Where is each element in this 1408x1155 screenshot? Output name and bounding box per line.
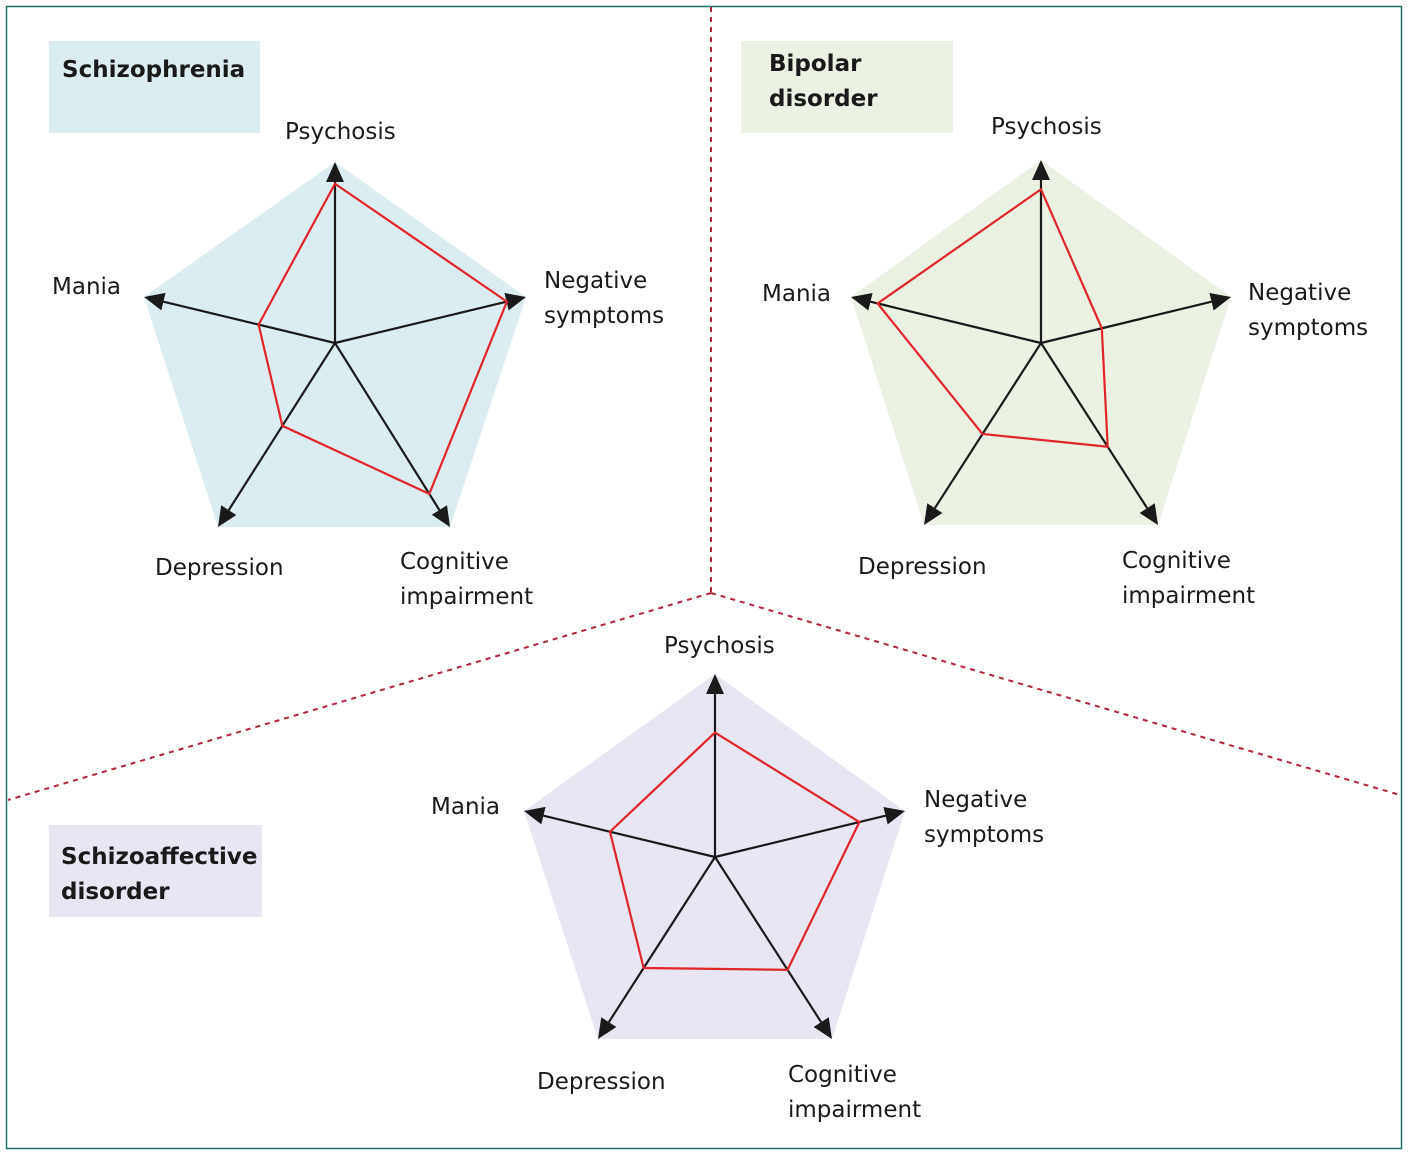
- panel-title-box: [49, 825, 262, 917]
- axis-arrowhead: [598, 1017, 617, 1039]
- axis-arrowhead: [218, 505, 237, 527]
- axis-depression: [607, 856, 716, 1023]
- axis-label-negative-symptoms: symptoms: [924, 822, 1044, 848]
- axis-arrowhead: [326, 162, 344, 182]
- axis-mania: [870, 300, 1042, 345]
- panel-title: Schizophrenia: [62, 57, 245, 83]
- axis-label-cognitive-impairment: impairment: [400, 584, 533, 610]
- panel-title: Schizoaffective: [61, 844, 258, 870]
- axis-arrowhead: [431, 505, 450, 527]
- axis-depression: [933, 342, 1042, 509]
- axis-label-negative-symptoms: symptoms: [1248, 315, 1368, 341]
- symptom-profile: [876, 187, 1109, 448]
- symptom-profile: [257, 182, 509, 496]
- axis-label-negative-symptoms: Negative: [544, 268, 647, 294]
- axis-cognitive: [714, 856, 823, 1023]
- axis-arrowhead: [1032, 160, 1050, 180]
- axis-arrowhead: [144, 292, 166, 311]
- axis-label-psychosis: Psychosis: [285, 119, 396, 145]
- axis-arrowhead: [924, 503, 943, 525]
- axis-arrowhead: [813, 1017, 832, 1039]
- panel-title-box: [49, 41, 260, 133]
- radar-chart: [144, 162, 526, 527]
- divider-line: [7, 592, 712, 801]
- axis-negative: [334, 300, 507, 345]
- panel-title-box: [741, 41, 953, 133]
- axis-label-mania: Mania: [431, 794, 500, 820]
- axis-arrowhead: [1209, 292, 1231, 311]
- axis-negative: [1040, 300, 1212, 345]
- axis-mania: [543, 814, 716, 859]
- axis-label-mania: Mania: [762, 281, 831, 307]
- panel-schizophrenia: Schizophrenia Psychosis Negative symptom…: [49, 41, 664, 610]
- panel-title: disorder: [769, 86, 878, 112]
- axis-mania: [163, 300, 336, 345]
- panel-schizoaffective-disorder: Schizoaffective disorder Psychosis Negat…: [49, 633, 1044, 1123]
- axis-label-negative-symptoms: symptoms: [544, 303, 664, 329]
- axis-label-psychosis: Psychosis: [991, 114, 1102, 140]
- axis-label-negative-symptoms: Negative: [1248, 280, 1351, 306]
- axis-label-cognitive-impairment: Cognitive: [788, 1062, 897, 1088]
- figure-frame: [5, 5, 1403, 1150]
- axis-label-cognitive-impairment: Cognitive: [1122, 548, 1231, 574]
- panel-title: Bipolar: [769, 51, 862, 77]
- panel-dividers: [7, 7, 1401, 801]
- axis-arrowhead: [851, 292, 873, 311]
- axis-arrowhead: [706, 674, 724, 694]
- axis-negative: [714, 814, 886, 859]
- axis-arrowhead: [524, 806, 546, 825]
- axis-label-cognitive-impairment: impairment: [1122, 583, 1255, 609]
- axis-label-mania: Mania: [52, 274, 121, 300]
- axis-label-depression: Depression: [155, 555, 284, 581]
- axis-label-negative-symptoms: Negative: [924, 787, 1027, 813]
- axis-cognitive: [1040, 342, 1149, 509]
- axis-label-depression: Depression: [858, 554, 987, 580]
- radar-chart: [524, 674, 905, 1039]
- radar-chart: [851, 160, 1231, 525]
- axis-label-depression: Depression: [537, 1069, 666, 1095]
- axis-label-cognitive-impairment: impairment: [788, 1097, 921, 1123]
- axis-label-psychosis: Psychosis: [664, 633, 775, 659]
- panel-title: disorder: [61, 879, 170, 905]
- axis-arrowhead: [883, 806, 905, 825]
- panel-bipolar-disorder: Bipolar disorder Psychosis Negative symp…: [741, 41, 1368, 609]
- axis-arrowhead: [504, 292, 526, 311]
- axis-arrowhead: [1139, 503, 1158, 525]
- axis-label-cognitive-impairment: Cognitive: [400, 549, 509, 575]
- symptom-profile: [608, 731, 861, 971]
- axis-cognitive: [334, 342, 441, 511]
